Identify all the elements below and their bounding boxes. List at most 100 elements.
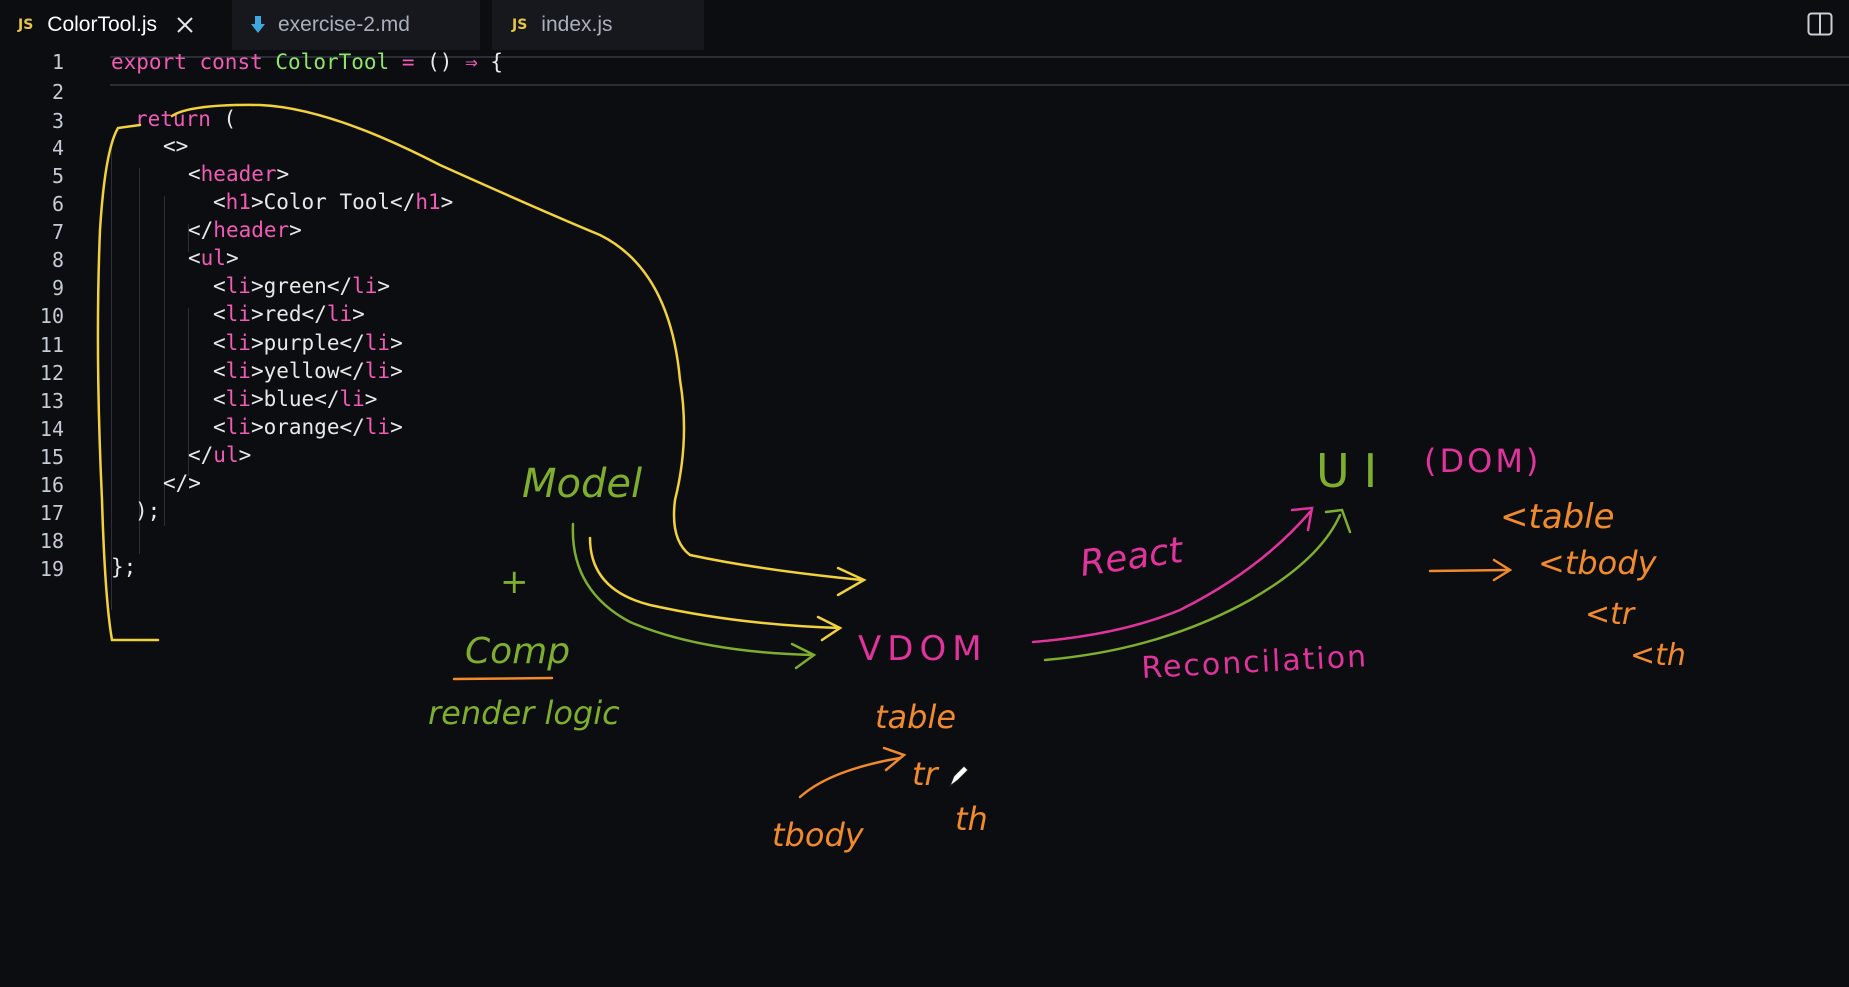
code-token: li xyxy=(225,387,251,411)
code-token: > xyxy=(225,246,239,270)
line-number: 16 xyxy=(39,473,64,497)
line-number: 12 xyxy=(39,361,64,385)
code-line: export const ColorTool = () ⇒ { xyxy=(111,46,503,79)
code-token: ul xyxy=(200,246,226,270)
tab-label: ColorTool.js xyxy=(47,13,158,36)
js-icon: JS xyxy=(18,17,34,33)
line-number: 7 xyxy=(51,220,64,244)
code-token: ); xyxy=(135,499,161,523)
code-token: li xyxy=(339,387,365,411)
code-token: > xyxy=(390,331,403,355)
line-number: 15 xyxy=(39,445,64,469)
code-token: > xyxy=(250,359,264,383)
tab-label: index.js xyxy=(541,13,613,36)
line-number: 3 xyxy=(51,109,64,133)
code-token: </> xyxy=(163,471,201,495)
code-token: export xyxy=(111,50,187,74)
code-token: </ xyxy=(339,331,365,355)
code-token: li xyxy=(225,302,251,326)
code-token: > xyxy=(250,415,264,439)
code-token: </ xyxy=(314,387,340,411)
current-line-highlight xyxy=(110,56,1849,86)
line-number: 6 xyxy=(51,192,64,216)
line-number: 11 xyxy=(39,333,64,357)
code-line: <> xyxy=(163,130,188,163)
code-token: yellow xyxy=(263,359,340,383)
code-token: < xyxy=(188,246,201,270)
code-token: ⇒ xyxy=(465,50,478,74)
code-token: > xyxy=(250,331,264,355)
code-token: }; xyxy=(111,555,137,579)
code-token: > xyxy=(250,190,264,214)
code-token: > xyxy=(276,162,290,186)
tab-index-js[interactable]: JS index.js xyxy=(492,0,704,50)
code-token: li xyxy=(225,415,251,439)
code-token: < xyxy=(213,302,226,326)
tab-exercise-2-md[interactable]: exercise-2.md xyxy=(232,0,480,50)
code-token: Color Tool xyxy=(263,190,391,214)
code-token: < xyxy=(213,387,226,411)
code-token: < xyxy=(213,274,226,298)
code-token: </ xyxy=(188,218,214,242)
code-token: > xyxy=(250,274,264,298)
code-token: ColorTool xyxy=(275,50,390,74)
code-line: ); xyxy=(135,495,160,528)
code-token: < xyxy=(188,162,201,186)
code-editor[interactable]: 1 2 3 4 5 6 7 8 9 10 11 12 13 14 15 16 1… xyxy=(0,50,1849,987)
line-number: 8 xyxy=(51,248,64,272)
js-icon: JS xyxy=(512,17,528,33)
line-number: 17 xyxy=(39,501,64,525)
code-token: header xyxy=(200,162,277,186)
code-token: > xyxy=(377,274,391,298)
code-token: > xyxy=(250,387,264,411)
tab-label: exercise-2.md xyxy=(278,13,410,36)
code-token: < xyxy=(213,415,226,439)
code-token: > xyxy=(364,387,378,411)
code-token: <> xyxy=(163,134,189,158)
indent-guide xyxy=(164,196,165,526)
code-token: = xyxy=(401,50,415,74)
code-token: > xyxy=(390,415,403,439)
code-token: green xyxy=(263,274,327,298)
code-token: red xyxy=(263,302,302,326)
code-line: </> xyxy=(163,467,201,500)
line-number: 19 xyxy=(39,557,64,581)
code-token: orange xyxy=(263,415,340,439)
line-number: 2 xyxy=(51,80,64,104)
code-token: < xyxy=(213,331,226,355)
code-token: > xyxy=(440,190,454,214)
code-token: h1 xyxy=(225,190,251,214)
tab-bar: JS ColorTool.js exercise-2.md JS index.j… xyxy=(0,0,1849,50)
code-token: </ xyxy=(339,415,365,439)
code-token: ul xyxy=(213,443,239,467)
line-number: 5 xyxy=(51,164,64,188)
code-token: > xyxy=(390,359,403,383)
line-number: 14 xyxy=(39,417,64,441)
code-token: li xyxy=(364,415,391,439)
close-icon[interactable] xyxy=(175,15,195,35)
line-number: 4 xyxy=(51,136,64,160)
code-token: li xyxy=(225,359,251,383)
markdown-download-icon xyxy=(250,16,266,34)
line-number: 18 xyxy=(39,529,64,553)
code-token: > xyxy=(250,302,264,326)
tab-colortool-js[interactable]: JS ColorTool.js xyxy=(0,0,218,50)
code-token: () xyxy=(427,50,453,74)
code-token: > xyxy=(352,302,365,326)
code-token: </ xyxy=(390,190,416,214)
line-number: 10 xyxy=(39,304,64,328)
code-token: li xyxy=(364,359,391,383)
split-editor-icon[interactable] xyxy=(1807,12,1833,36)
code-line: }; xyxy=(111,551,136,584)
line-number: 13 xyxy=(39,389,64,413)
code-token: blue xyxy=(263,387,315,411)
code-token: > xyxy=(289,218,302,242)
code-token: return xyxy=(135,107,211,131)
code-token: </ xyxy=(188,443,214,467)
code-token: purple xyxy=(263,331,340,355)
code-token: li xyxy=(352,274,378,298)
code-token: </ xyxy=(326,274,353,298)
code-token: ( xyxy=(223,107,237,131)
code-token: header xyxy=(213,218,290,242)
